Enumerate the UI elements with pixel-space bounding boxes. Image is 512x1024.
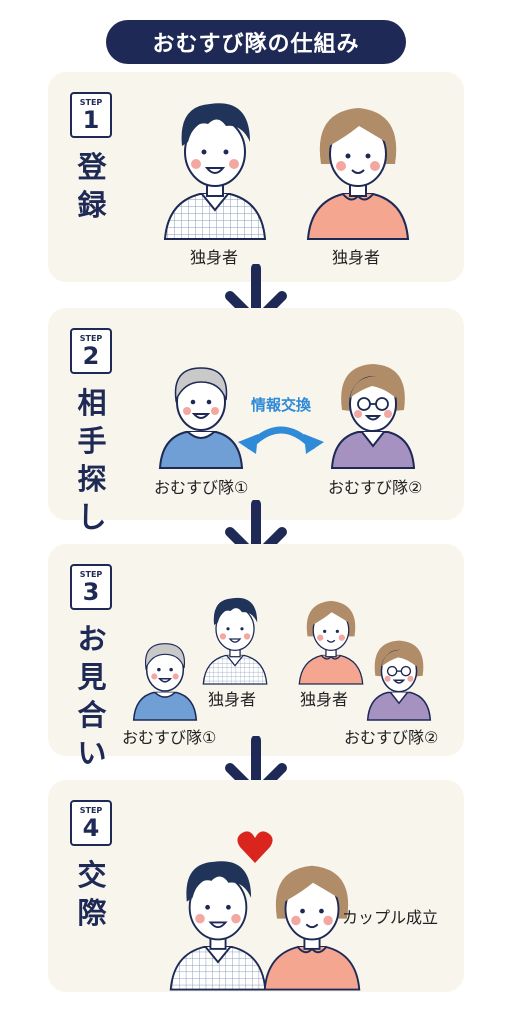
step-number: 2 bbox=[82, 341, 100, 370]
older-woman-illustration bbox=[366, 640, 432, 721]
step-4-name: 交際 bbox=[77, 858, 107, 930]
young-woman-illustration bbox=[306, 108, 410, 240]
member-2-label: おむすび隊② bbox=[344, 728, 439, 747]
young-man-illustration bbox=[169, 861, 267, 991]
step-word: STEP bbox=[79, 569, 103, 579]
step-2-panel: STEP 2 相手探し 情報交換 おむすび隊① おむすび隊② bbox=[48, 308, 464, 534]
step-number: 1 bbox=[82, 105, 100, 134]
single-label-right: 独身者 bbox=[332, 248, 381, 267]
step-number: 4 bbox=[82, 813, 100, 842]
young-woman-illustration bbox=[263, 865, 361, 991]
older-man-illustration bbox=[132, 643, 198, 721]
step-3-panel: STEP 3 お見合い bbox=[48, 544, 464, 770]
exchange-label: 情報交換 bbox=[251, 396, 312, 414]
older-woman-illustration bbox=[330, 364, 416, 469]
step-4-panel: STEP 4 交際 bbox=[48, 780, 464, 992]
step-word: STEP bbox=[79, 97, 103, 107]
member-2-label: おむすび隊② bbox=[328, 478, 423, 497]
older-man-illustration bbox=[158, 367, 244, 469]
step-word: STEP bbox=[79, 805, 103, 815]
step-3-badge: STEP 3 bbox=[70, 564, 112, 610]
step-word: STEP bbox=[79, 333, 103, 343]
member-1-label: おむすび隊① bbox=[154, 478, 249, 497]
step-1-badge: STEP 1 bbox=[70, 92, 112, 138]
young-man-illustration bbox=[163, 103, 267, 240]
member-1-label: おむすび隊① bbox=[122, 728, 217, 747]
couple-label: カップル成立 bbox=[342, 908, 439, 927]
step-3-name: お見合い bbox=[77, 622, 107, 770]
single-label-left: 独身者 bbox=[190, 248, 239, 267]
heart-icon bbox=[237, 831, 273, 863]
step-1-name: 登録 bbox=[77, 150, 107, 222]
step-2-badge: STEP 2 bbox=[70, 328, 112, 374]
single-label-right: 独身者 bbox=[300, 690, 349, 709]
young-woman-illustration bbox=[298, 600, 364, 685]
young-man-illustration bbox=[202, 597, 268, 685]
step-1-panel: STEP 1 登録 独身者 独身者 bbox=[48, 72, 464, 282]
step-2-name: 相手探し bbox=[77, 386, 107, 534]
step-number: 3 bbox=[82, 577, 100, 606]
step-4-badge: STEP 4 bbox=[70, 800, 112, 846]
page-title: おむすび隊の仕組み bbox=[106, 20, 406, 64]
single-label-left: 独身者 bbox=[208, 690, 257, 709]
exchange-arrow-icon bbox=[238, 426, 324, 454]
